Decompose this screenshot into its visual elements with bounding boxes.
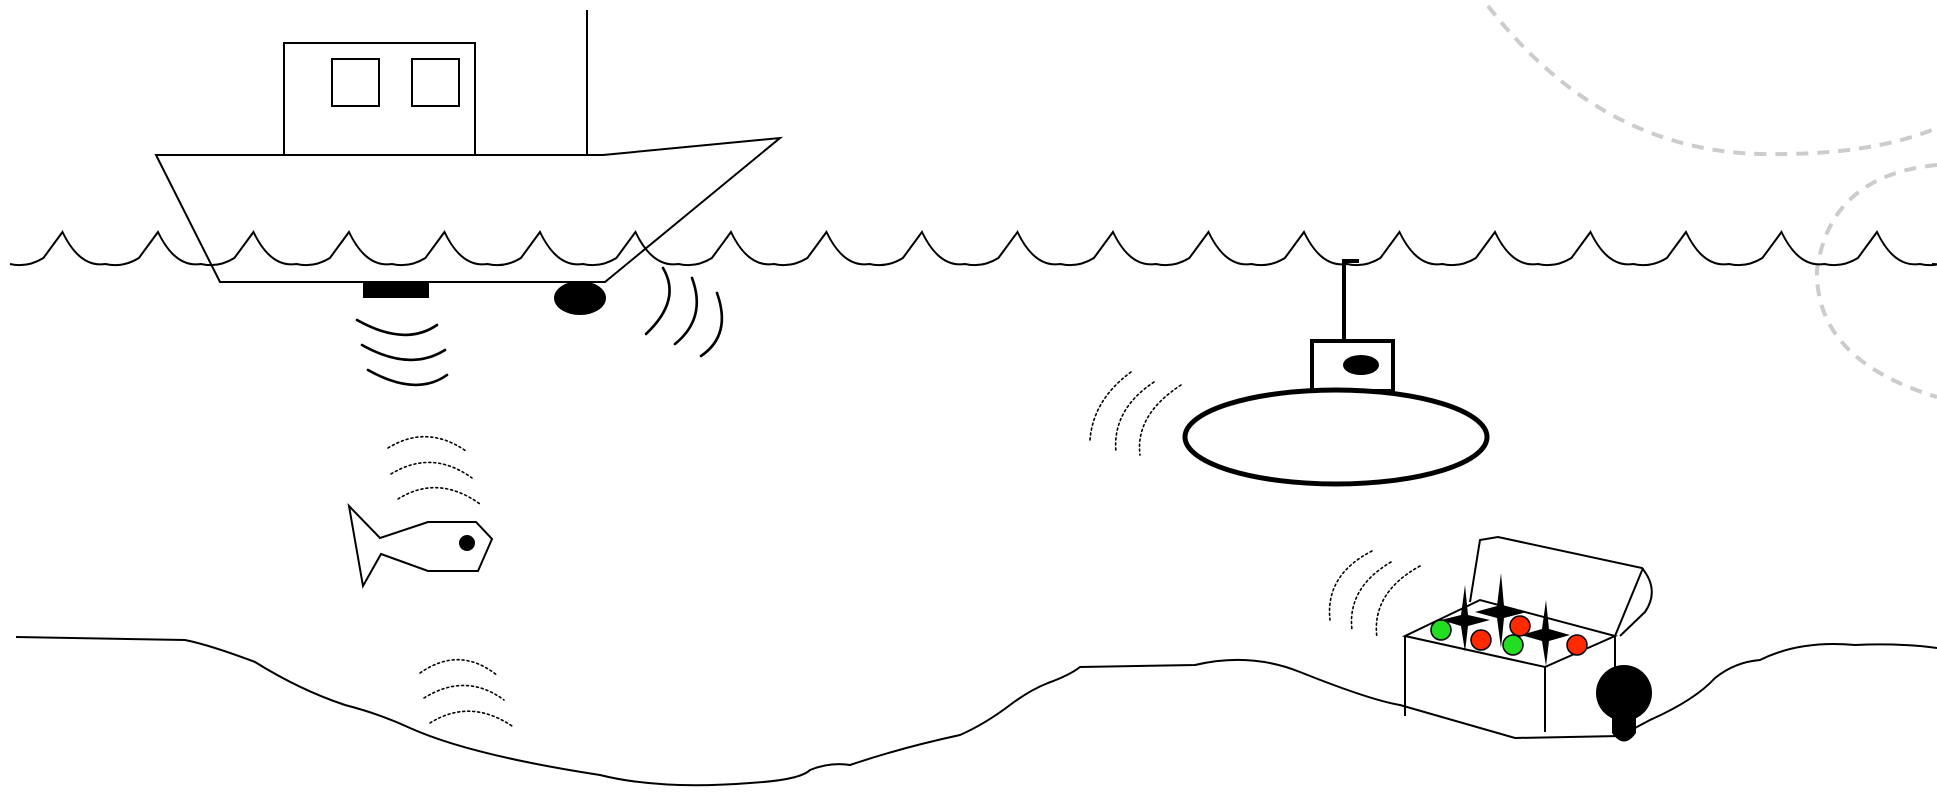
pod-sonar-pulses [644,266,724,358]
gem-red-1 [1470,629,1492,651]
sparkle-star-3 [1521,600,1570,666]
gem-red-3 [1566,634,1588,656]
seabed-pod-head [1596,665,1652,721]
submarine-window [1343,355,1379,375]
ship-window-left [331,58,380,107]
hull-transducer [363,282,429,298]
seabed-pod-base [1612,712,1636,742]
ship [154,10,784,315]
seabed-pod [1596,665,1652,742]
gem-green-1 [1430,619,1452,641]
background-halo-arcs [1486,4,1937,399]
submarine-sonar-pulses [1089,371,1182,456]
chest-lid [1469,535,1653,637]
chest-sonar-pulses [1328,550,1421,639]
fish-eye [459,535,475,551]
submarine [1182,259,1490,487]
sparkle-star-1 [1441,585,1490,652]
water-surface-waves [9,230,1937,267]
submarine-hull [1182,387,1490,487]
ship-hull [154,136,784,283]
gem-red-2 [1509,615,1531,637]
sparkle-star-2 [1475,573,1527,648]
chest-lid-edge [1614,567,1644,637]
submarine-periscope [1342,259,1359,341]
treasure-chest [1401,535,1653,732]
fish [347,502,494,589]
seabed-echo-pulses [419,658,513,727]
sonar-pod [554,281,606,315]
gem-green-2 [1502,634,1524,656]
seabed-outline [15,636,1937,787]
ship-sonar-pulses [355,318,449,387]
fish-echo-pulses [387,435,481,505]
ship-window-right [411,58,460,107]
fish-body [347,502,494,589]
